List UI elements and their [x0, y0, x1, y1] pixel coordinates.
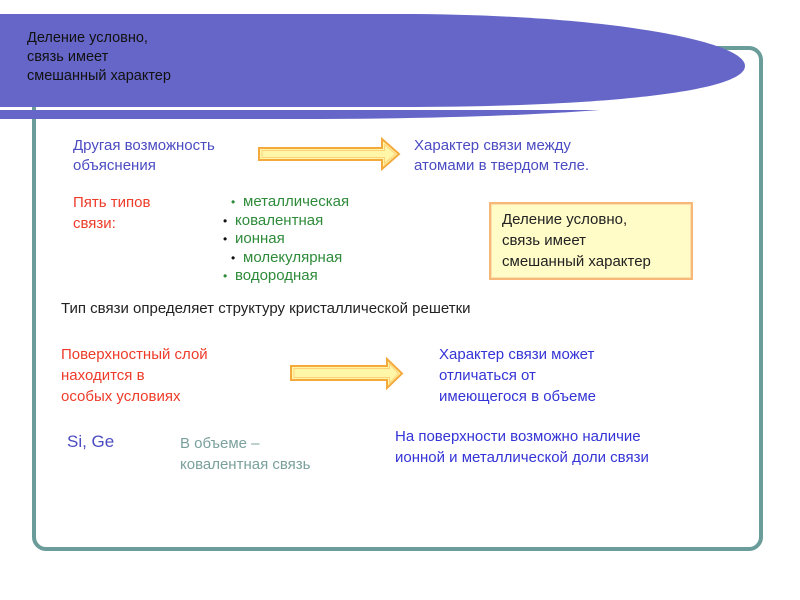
header-underline-band: [0, 110, 600, 119]
list-item: • молекулярная: [221, 249, 349, 268]
list-item-label: молекулярная: [243, 248, 343, 266]
text-line: Поверхностный слой: [61, 346, 208, 363]
bond-types-list: • металлическая • ковалентная • ионная • мол…: [221, 193, 349, 286]
list-item-label: металлическая: [243, 193, 350, 210]
text-line: Характер связи может: [439, 346, 595, 363]
list-item: • металлическая: [221, 193, 349, 212]
bulk-covalent-text: В объеме – ковалентная связь: [180, 433, 311, 475]
list-item: • ковалентная: [221, 212, 349, 231]
text-line: находится в: [61, 367, 145, 384]
text-line: атомами в твердом теле.: [414, 157, 590, 174]
text-line: связи:: [73, 215, 116, 232]
elements-label: Si, Ge: [67, 432, 115, 451]
text-line: смешанный характер: [502, 253, 651, 270]
bullet-icon: •: [223, 232, 228, 246]
text-line: объяснения: [73, 157, 156, 174]
bullet-icon: •: [223, 269, 228, 283]
text-line: Другая возможность: [73, 137, 215, 154]
lattice-statement: Тип связи определяет структуру кристалли…: [61, 300, 471, 317]
header-band: [0, 14, 745, 119]
text-line: ковалентная связь: [180, 456, 311, 473]
bullet-icon: •: [231, 250, 236, 265]
text-line: особых условиях: [61, 388, 181, 405]
text-line: Характер связи между: [414, 137, 571, 154]
bullet-icon: •: [223, 213, 228, 228]
header-title-line: связь имеет: [27, 49, 109, 65]
text-line: отличаться от: [439, 367, 536, 384]
header-title-line: смешанный характер: [27, 68, 171, 84]
text-line: имеющегося в объеме: [439, 388, 597, 405]
surface-ionic-metallic-text: На поверхности возможно наличие ионной и…: [395, 426, 649, 468]
header-title-line: Деление условно,: [27, 30, 148, 46]
text-line: В объеме –: [180, 435, 260, 452]
right-arrow-icon: [290, 357, 404, 391]
bullet-icon: •: [231, 195, 236, 209]
text-line: Пять типов: [73, 194, 151, 211]
list-item: • водородная: [221, 267, 349, 286]
mixed-character-note: Деление условно, связь имеет смешанный х…: [489, 202, 693, 280]
text-line: связь имеет: [502, 232, 587, 249]
alternative-explanation-text: Другая возможность объяснения: [73, 136, 215, 176]
bond-character-text: Характер связи между атомами в твердом т…: [414, 136, 589, 176]
list-item: • ионная: [221, 230, 349, 249]
text-line: На поверхности возможно наличие: [395, 428, 641, 445]
five-bond-types-label: Пять типов связи:: [73, 192, 150, 234]
header-title: Деление условно, связь имеет смешанный х…: [27, 29, 171, 86]
surface-layer-text: Поверхностный слой находится в особых ус…: [61, 344, 208, 407]
list-item-label: ионная: [235, 230, 285, 247]
header-ellipse: [0, 14, 745, 107]
surface-bond-character-text: Характер связи может отличаться от имеющ…: [439, 344, 596, 407]
right-arrow-icon: [258, 137, 401, 171]
text-line: ионной и металлической доли связи: [395, 449, 649, 466]
text-line: Деление условно,: [502, 211, 628, 228]
list-item-label: ковалентная: [235, 211, 324, 229]
list-item-label: водородная: [235, 267, 318, 284]
